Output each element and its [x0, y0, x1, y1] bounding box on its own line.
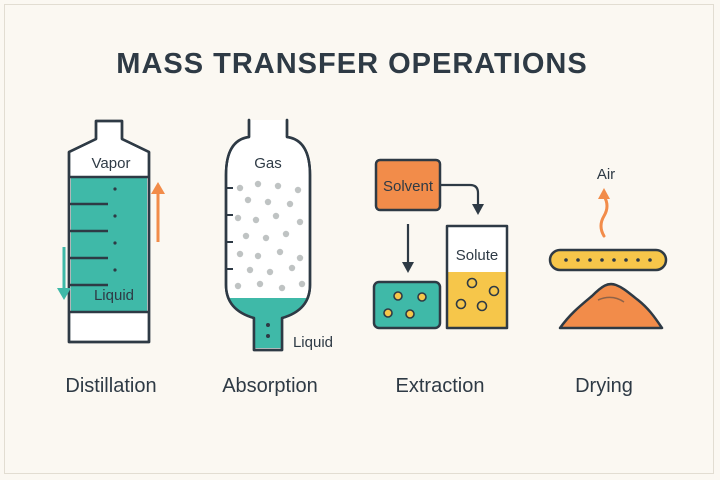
drying-air-label: Air — [597, 166, 615, 183]
liquid-drip-dots — [266, 323, 270, 338]
air-rising-arrow — [598, 188, 610, 238]
caption-distillation: Distillation — [65, 375, 156, 397]
absorption-column: Gas Liquid — [224, 118, 333, 352]
solute-beaker: Solute — [445, 224, 509, 330]
page-title: MASS TRANSFER OPERATIONS — [116, 48, 587, 80]
distillation-liquid-label: Liquid — [94, 287, 134, 304]
raffinate-box — [372, 280, 442, 330]
solvent-flow-arrow-down — [402, 224, 414, 273]
distillation-dots — [113, 187, 117, 272]
distillation-vapor-label: Vapor — [92, 155, 131, 172]
solvent-flow-arrow-right — [440, 183, 484, 215]
solvent-box: Solvent — [374, 158, 442, 212]
caption-absorption: Absorption — [222, 375, 318, 397]
absorption-liquid-label: Liquid — [293, 334, 333, 351]
caption-extraction: Extraction — [396, 375, 485, 397]
distillation-liquid-fill — [71, 177, 147, 312]
conveyor-belt — [548, 248, 668, 272]
distillation-trays — [69, 175, 149, 314]
absorption-gas-label: Gas — [254, 155, 282, 172]
extraction-solvent-label: Solvent — [383, 178, 434, 195]
caption-drying: Drying — [575, 375, 633, 397]
liquid-down-arrow — [57, 247, 71, 300]
gas-bubbles — [234, 180, 306, 292]
distillation-column: Vapor Liquid — [67, 119, 151, 344]
extraction-solute-label: Solute — [456, 247, 499, 264]
drying-material-pile — [558, 282, 664, 330]
vapor-up-arrow — [151, 182, 165, 242]
